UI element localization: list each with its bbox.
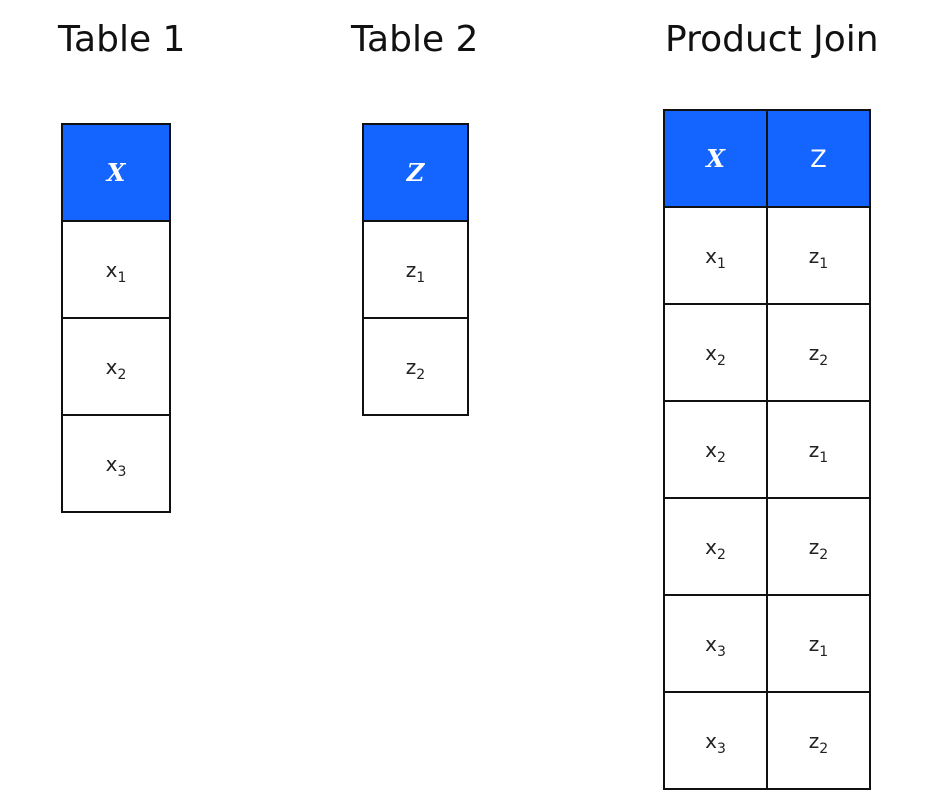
table-cell: z2: [766, 497, 871, 596]
table-cell: z2: [766, 303, 871, 402]
table-cell: z1: [766, 400, 871, 499]
table-cell: x2: [61, 317, 171, 416]
table-cell: z1: [766, 206, 871, 305]
table-cell: x2: [663, 303, 768, 402]
product-join-table: X Z x1 z1 x2 z2 x2 z1 x2 z2 x3 z1 x3 z2: [663, 109, 871, 790]
table2-header-z: Z: [362, 123, 469, 222]
table1-header-x: X: [61, 123, 171, 222]
table-cell: z1: [362, 220, 469, 319]
table2-title: Table 2: [351, 19, 479, 60]
table-cell: x3: [663, 594, 768, 693]
table-cell: x1: [61, 220, 171, 319]
table1: X x1 x2 x3: [61, 123, 171, 513]
table-cell: x2: [663, 497, 768, 596]
table-cell: x3: [61, 414, 171, 513]
table-cell: x3: [663, 691, 768, 790]
table1-title: Table 1: [58, 19, 186, 60]
table-cell: z1: [766, 594, 871, 693]
table-cell: z2: [362, 317, 469, 416]
product-join-title: Product Join: [665, 19, 879, 60]
product-header-z: Z: [766, 109, 871, 208]
table2: Z z1 z2: [362, 123, 469, 416]
table-cell: x1: [663, 206, 768, 305]
table-cell: z2: [766, 691, 871, 790]
table-cell: x2: [663, 400, 768, 499]
product-header-x: X: [663, 109, 768, 208]
